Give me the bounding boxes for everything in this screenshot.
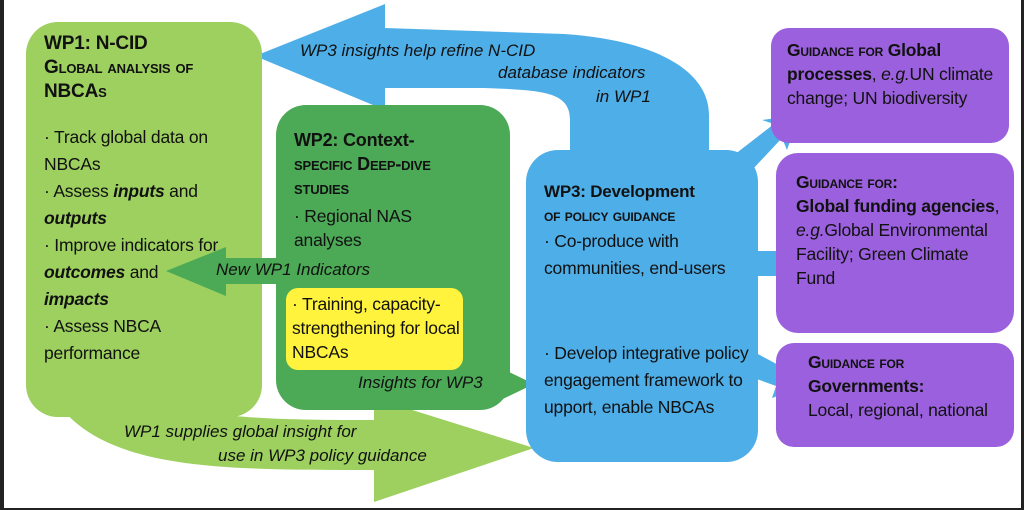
guidance-box-governments [776, 343, 1014, 447]
wp2-bullet-regional: · Regional NAS analyses [294, 206, 412, 250]
wp1-subtitle: Global analysis of [44, 57, 194, 78]
wp1-bullet-improve: · Improve indicators for outcomes and im… [44, 235, 219, 309]
guidance-box-funding [776, 153, 1014, 333]
label-wp3-to-wp1-3: in WP1 [596, 87, 651, 106]
wp2-bullet-training: · Training, capacity-strengthening for l… [292, 294, 460, 362]
wp1-bullet-assess: · Assess inputs and outputs [44, 181, 198, 228]
wp2-subtitle: specific Deep-dive [294, 154, 431, 174]
label-wp2-to-wp3: Insights for WP3 [358, 373, 483, 392]
label-wp2-to-wp1: New WP1 Indicators [216, 260, 370, 279]
wp3-bullet-coproduce: · Co-produce with communities, end-users [544, 231, 726, 278]
diagram-shapes [26, 4, 1014, 502]
arrow-wp2-to-wp1 [166, 247, 434, 296]
label-wp3-to-wp1-2: database indicators [498, 63, 646, 82]
wp1-title: WP1: N-CID [44, 33, 148, 54]
wp3-bullet-framework: · Develop integrative policy engagement … [544, 343, 749, 417]
arrow-wp2-to-wp3 [384, 358, 534, 410]
wp1-box [26, 22, 262, 417]
wp1-bullet-performance: · Assess NBCA performance [44, 316, 161, 363]
wp2-title: WP2: Context- [294, 130, 415, 150]
label-wp1-to-wp3-2: use in WP3 policy guidance [218, 446, 427, 465]
label-wp3-to-wp1-1: WP3 insights help refine N-CID [300, 41, 536, 60]
guidance-global-text: Guidance for Global processes, e.g.UN cl… [787, 40, 994, 108]
arrow-wp3-to-wp1 [255, 4, 709, 160]
wp1-bullet-track: · Track global data on NBCAs [44, 127, 208, 174]
guidance-box-global [771, 28, 1009, 143]
wp3-subtitle: of policy guidance [544, 206, 676, 225]
training-highlight [286, 288, 463, 370]
guidance-funding-text: Guidance for:Global funding agencies, e.… [796, 172, 1000, 288]
label-wp1-to-wp3-1: WP1 supplies global insight for [124, 422, 357, 441]
wp3-box [526, 150, 758, 462]
wp2-subtitle-2: studies [294, 178, 349, 198]
wp1-subtitle-2: NBCAs [44, 81, 107, 102]
wp1-bullets: · Track global data on NBCAs · Assess in… [44, 124, 259, 367]
wp3-title: WP3: Development [544, 182, 695, 201]
diagram: WP1: N-CID Global analysis of NBCAs · Tr… [4, 0, 1021, 508]
